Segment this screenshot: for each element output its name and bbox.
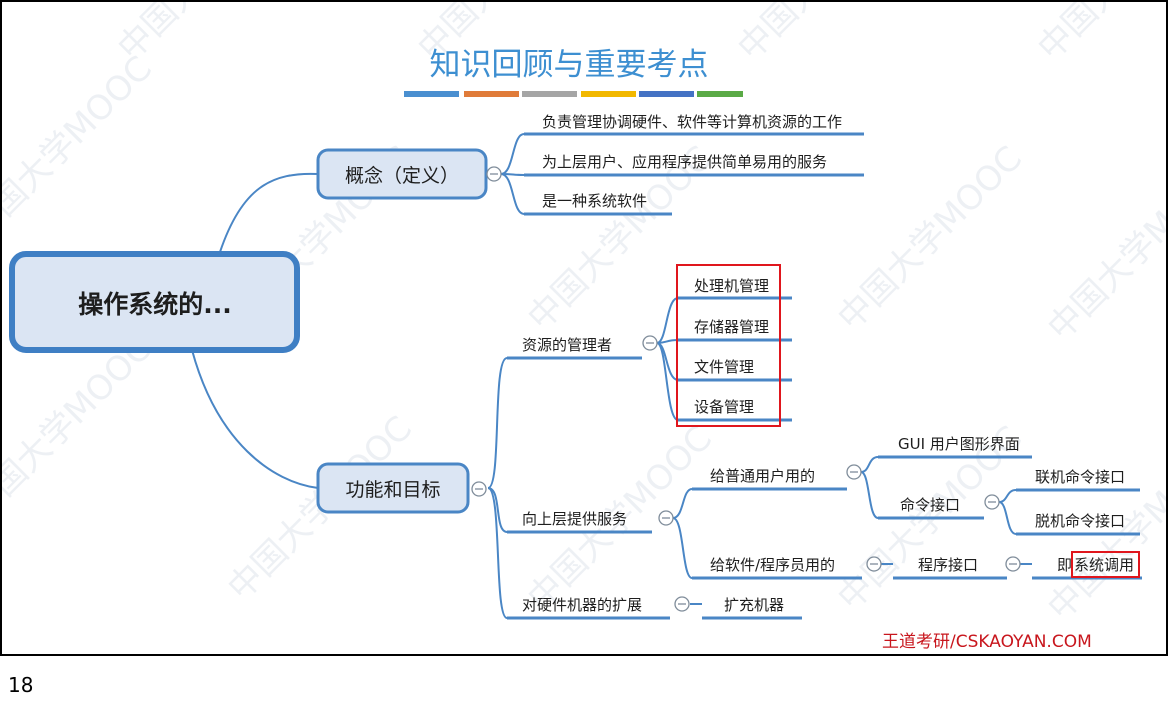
title-bar-segment (464, 91, 519, 97)
command-child: 脱机命令接口 (1035, 512, 1125, 530)
underlines (507, 132, 1142, 620)
root-node-box (9, 251, 300, 353)
watermark: 中国大学MOOC (830, 139, 1030, 339)
resource-child: 文件管理 (694, 358, 754, 376)
title-bar-segment (639, 91, 694, 97)
collapse-icon[interactable] (471, 481, 487, 497)
title-color-bar (404, 91, 743, 97)
page-number: 18 (8, 673, 34, 697)
collapse-icon[interactable] (674, 596, 690, 612)
highlight-box-system-call (1071, 551, 1140, 578)
mindmap-canvas: 中国大学MOOC 中国大学MOOC 中国大学MOOC 中国大学MOOC 中国大学… (2, 2, 1168, 652)
highlight-box-resource-management (676, 264, 781, 427)
collapse-icon[interactable] (846, 464, 862, 480)
resource-child: 处理机管理 (694, 277, 769, 295)
watermark: 中国大学MOOC (1030, 2, 1168, 68)
collapse-icon[interactable] (866, 556, 882, 572)
watermark: 中国大学MOOC (2, 49, 160, 249)
collapse-icon[interactable] (1005, 556, 1021, 572)
hardware-extension-child: 扩充机器 (724, 596, 784, 614)
root-node[interactable]: 操作系统的... (9, 251, 300, 353)
command-interface-label: 命令接口 (900, 496, 960, 514)
slide-title: 知识回顾与重要考点 (430, 47, 709, 83)
gui-label: GUI 用户图形界面 (898, 435, 1020, 453)
resource-child: 设备管理 (694, 398, 754, 416)
concept-node-box (316, 148, 488, 200)
function-node[interactable]: 功能和目标 (316, 462, 470, 514)
concept-child: 是一种系统软件 (542, 192, 647, 210)
title-bar-segment (404, 91, 459, 97)
hardware-extension-label: 对硬件机器的扩展 (522, 596, 642, 614)
collapse-icon[interactable] (486, 166, 502, 182)
watermark: 中国大学MOOC (730, 2, 930, 68)
resource-manager-label: 资源的管理者 (522, 336, 612, 354)
collapse-icon[interactable] (658, 510, 674, 526)
title-bar-segment (581, 91, 636, 97)
collapse-icon[interactable] (642, 335, 658, 351)
concept-child: 为上层用户、应用程序提供简单易用的服务 (542, 153, 827, 171)
syscall-label: 系统调用 (1074, 556, 1134, 574)
watermark: 中国大学MOOC (1040, 149, 1168, 349)
branch-collapse-icons (642, 335, 1021, 612)
concept-label: 概念（定义） (345, 164, 459, 187)
resource-child: 存储器管理 (694, 318, 769, 336)
command-child: 联机命令接口 (1035, 468, 1125, 486)
title-bar-segment (697, 91, 743, 97)
slide: 中国大学MOOC 中国大学MOOC 中国大学MOOC 中国大学MOOC 中国大学… (0, 0, 1168, 656)
collapse-icon[interactable] (984, 494, 1000, 510)
root-label: 操作系统的... (78, 290, 232, 319)
connectors (191, 133, 1032, 619)
syscall-prefix: 即 (1057, 556, 1072, 574)
upper-services-label: 向上层提供服务 (522, 510, 627, 528)
title-bar-segment (522, 91, 577, 97)
program-interface-label: 程序接口 (918, 556, 978, 574)
concept-node[interactable]: 概念（定义） (316, 148, 488, 200)
function-label: 功能和目标 (345, 479, 440, 501)
watermark: 中国大学MOOC (2, 329, 160, 529)
function-node-box (316, 462, 470, 514)
footer-brand: 王道考研/CSKAOYAN.COM (882, 632, 1092, 652)
concept-child: 负责管理协调硬件、软件等计算机资源的工作 (542, 113, 842, 131)
for-users-label: 给普通用户用的 (710, 467, 815, 485)
for-programmers-label: 给软件/程序员用的 (710, 556, 835, 574)
